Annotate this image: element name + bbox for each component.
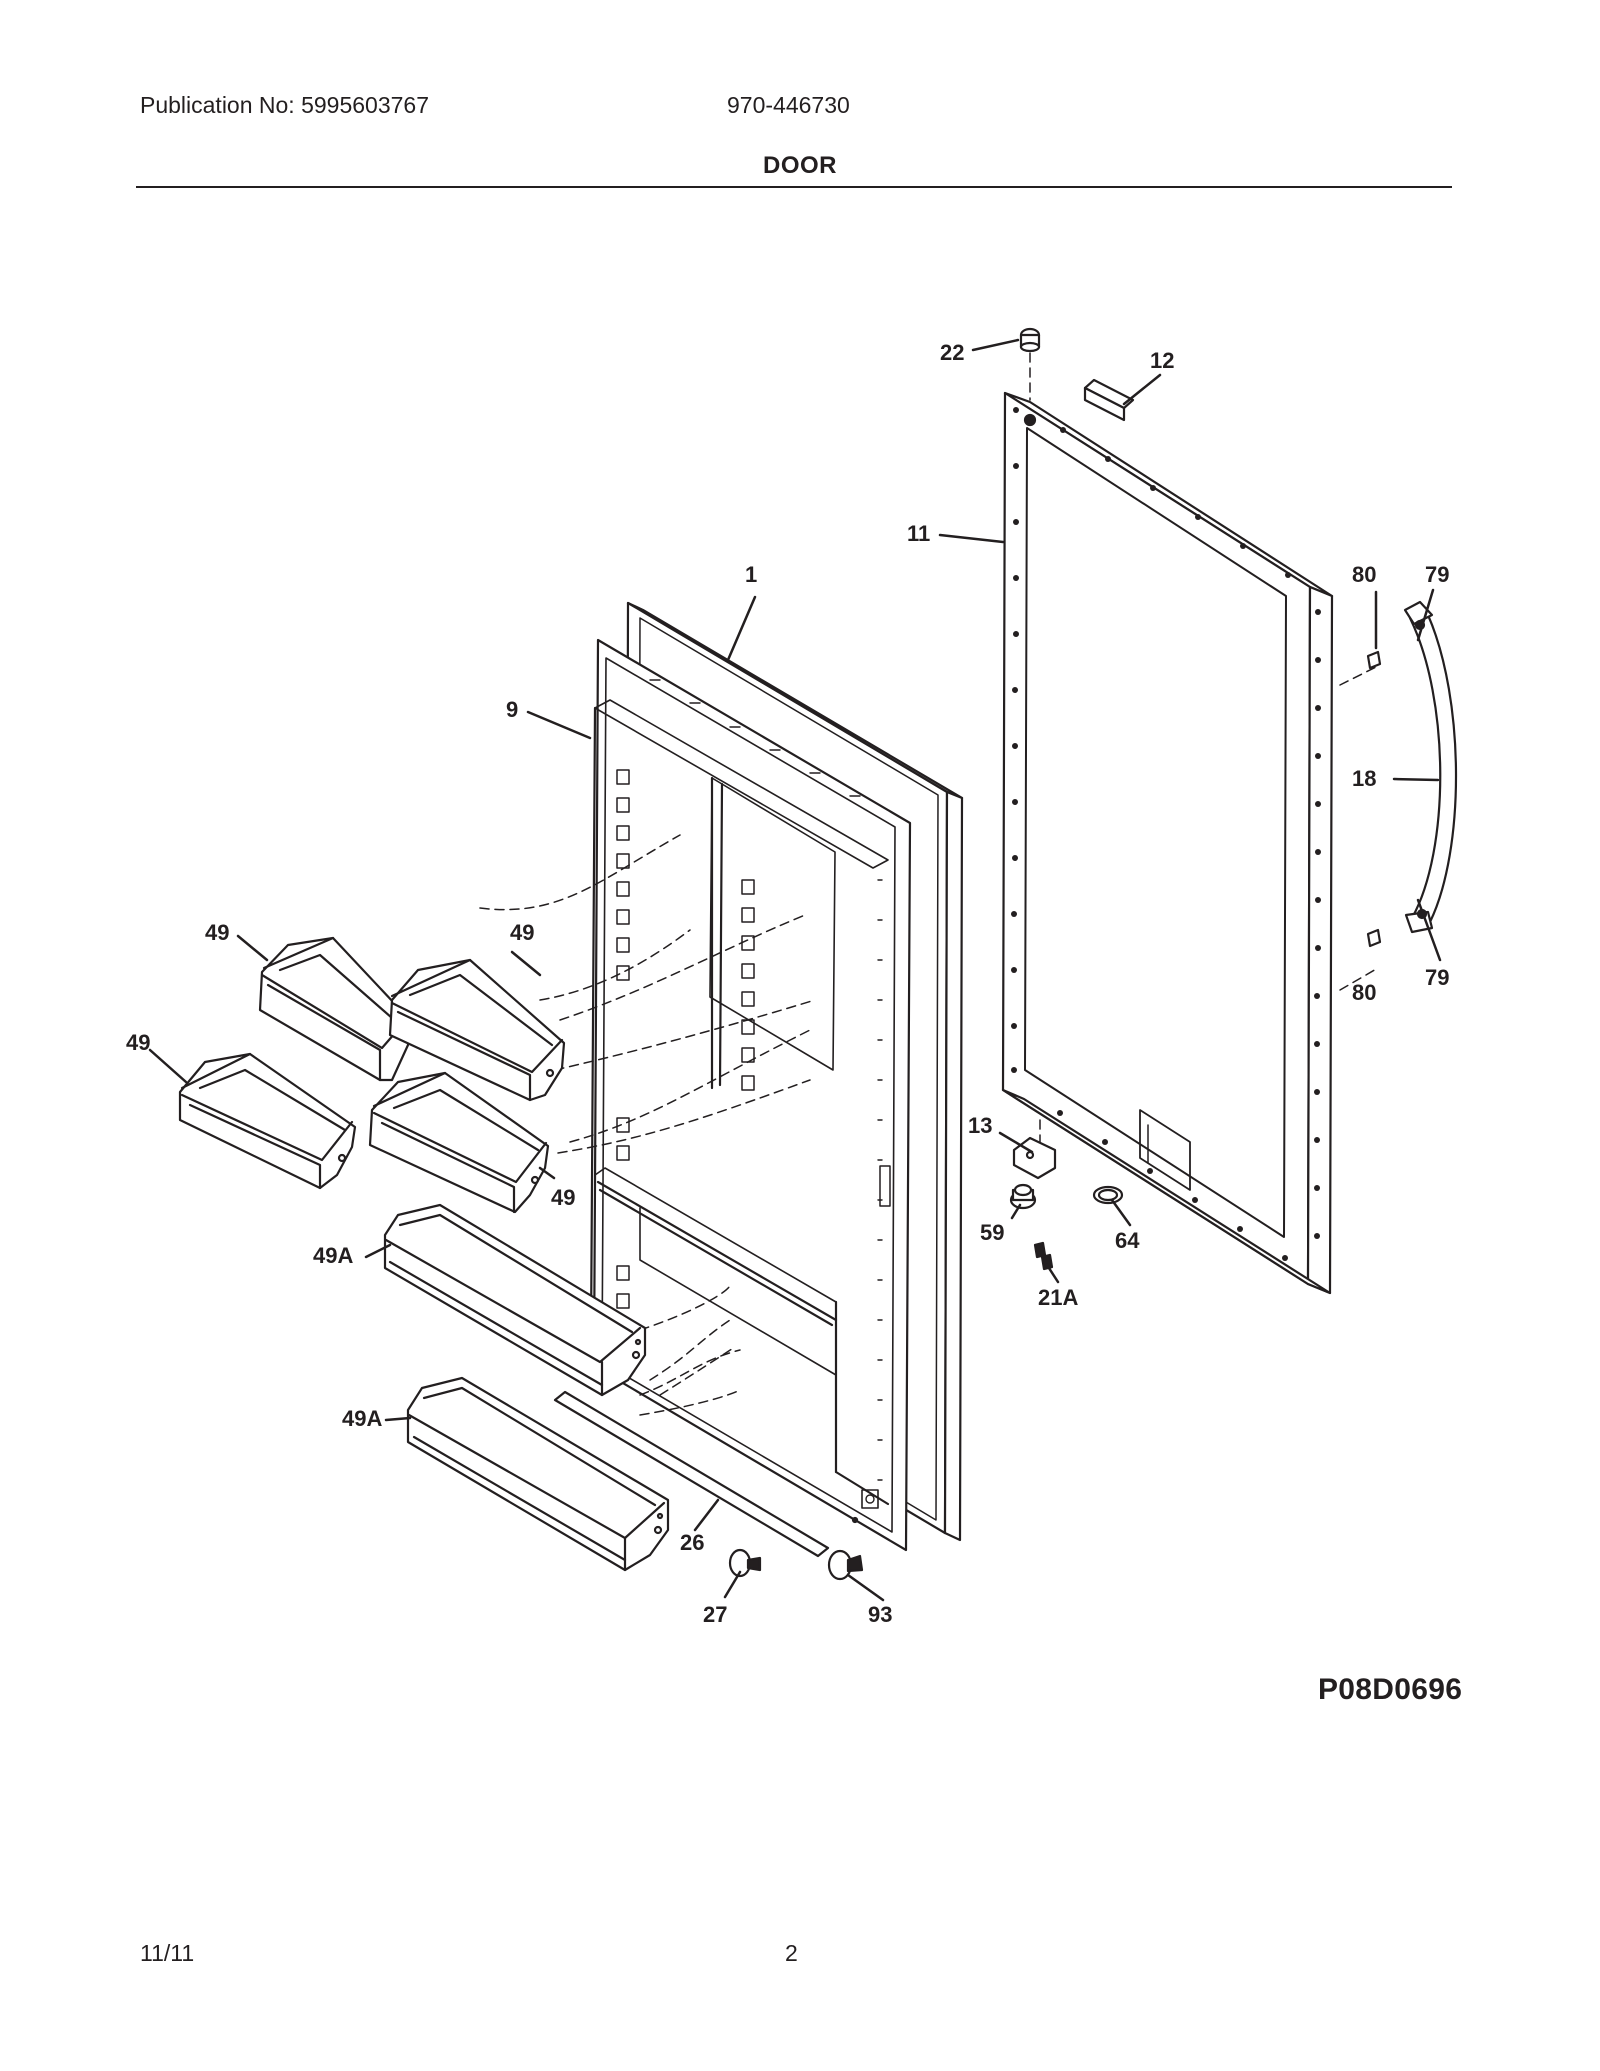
trim-strip-26: [553, 1390, 830, 1558]
door-handle-18: [1403, 600, 1458, 934]
callout-79-lower: 79: [1425, 965, 1449, 990]
callout-59: 59: [980, 1220, 1004, 1245]
callout-27: 27: [703, 1602, 727, 1627]
callout-11: 11: [907, 521, 930, 546]
plug-22: [1019, 327, 1041, 353]
page-number: 2: [785, 1940, 798, 1966]
door-bin-49-lower-left: [178, 1052, 357, 1190]
spacer-80-upper: [1366, 650, 1382, 670]
callout-13: 13: [968, 1113, 992, 1138]
callout-22: 22: [940, 340, 964, 365]
callout-49-upper-right: 49: [510, 920, 534, 945]
footer-date: 11/11: [140, 1940, 195, 1966]
hinge-bushing-59: [1009, 1183, 1037, 1210]
header-rule: [136, 186, 1452, 188]
callout-12: 12: [1150, 348, 1174, 373]
door-bin-49-upper-right: [388, 958, 566, 1102]
outer-door-panel: [1001, 391, 1334, 1295]
washer-64: [1092, 1185, 1124, 1205]
callout-49-upper-left: 49: [205, 920, 229, 945]
publication-number: Publication No: 5995603767: [140, 92, 430, 118]
screw-27: [728, 1548, 762, 1578]
callout-leaders: [148, 338, 1442, 1602]
door-rack-49a-upper: [383, 1203, 647, 1397]
callout-79-upper: 79: [1425, 562, 1449, 587]
callout-26: 26: [680, 1530, 704, 1555]
screw-93: [827, 1549, 864, 1581]
diagram-code: P08D0696: [1318, 1673, 1463, 1706]
callout-18: 18: [1352, 766, 1376, 791]
model-number: 970-446730: [727, 92, 850, 118]
door-bin-49-upper-left: [258, 936, 412, 1082]
door-rack-49a-lower: [406, 1376, 670, 1572]
callout-9: 9: [506, 697, 518, 722]
door-bin-49-lower-right: [368, 1071, 550, 1214]
callout-49-lower-left: 49: [126, 1030, 150, 1055]
door-liner: [589, 638, 912, 1552]
spacer-80-lower: [1366, 928, 1382, 948]
callout-49a-lower: 49A: [342, 1406, 382, 1431]
callout-80-lower: 80: [1352, 980, 1376, 1005]
section-title: DOOR: [763, 152, 837, 179]
callout-21a: 21A: [1038, 1285, 1078, 1310]
screw-21a: [1033, 1241, 1054, 1271]
callout-80-upper: 80: [1352, 562, 1376, 587]
label-12: [1083, 378, 1135, 422]
callout-93: 93: [868, 1602, 892, 1627]
callout-64: 64: [1115, 1228, 1140, 1253]
dashed-guides: [479, 337, 1379, 1416]
callout-49-lower-right: 49: [551, 1185, 575, 1210]
callout-1: 1: [745, 562, 757, 587]
callout-49a-upper: 49A: [313, 1243, 353, 1268]
